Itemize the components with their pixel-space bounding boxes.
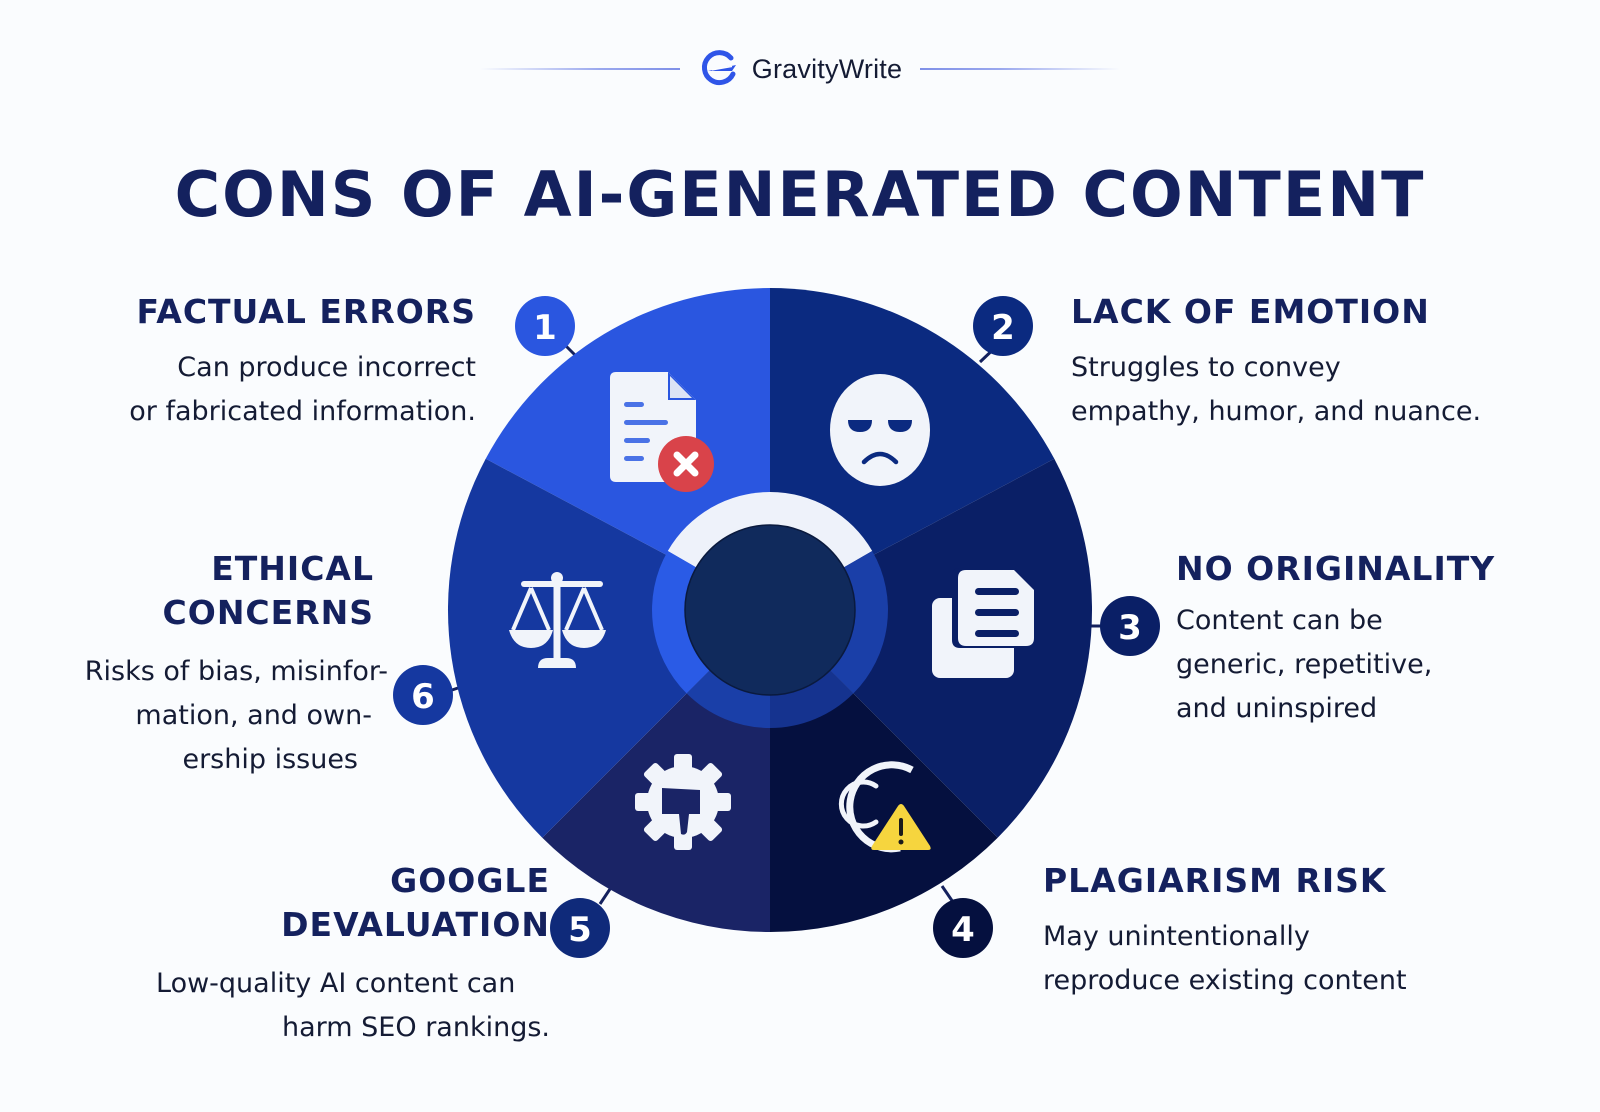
item-title: FACTUAL ERRORS — [136, 292, 476, 331]
item-description: Low-quality AI content can harm SEO rank… — [156, 968, 550, 1043]
sad-face-mask-icon — [830, 374, 930, 486]
svg-text:6: 6 — [411, 677, 435, 717]
item-description: Content can be generic, repetitive, and … — [1176, 605, 1433, 724]
svg-text:2: 2 — [991, 308, 1015, 348]
badge-6: 6 — [393, 665, 453, 725]
brand-divider-left — [479, 68, 680, 70]
copy-documents-icon — [932, 568, 1036, 678]
item-title: GOOGLE DEVALUATION — [281, 861, 550, 944]
center-disc — [684, 524, 856, 696]
item-ethical-concerns: ETHICAL CONCERNS — [14, 547, 374, 635]
badge-1: 1 — [515, 296, 575, 356]
item-plagiarism-risk: PLAGIARISM RISK May unintentionally repr… — [1043, 859, 1523, 1003]
badge-4: 4 — [933, 898, 993, 958]
item-title: ETHICAL CONCERNS — [162, 549, 374, 632]
gear-thumbs-down-icon — [635, 754, 731, 850]
item-title: PLAGIARISM RISK — [1043, 861, 1387, 900]
brand-name: GravityWrite — [751, 53, 903, 84]
item-ethical-concerns-description: Risks of bias, misinfor- mation, and own… — [28, 650, 388, 782]
item-description: Can produce incorrect or fabricated info… — [129, 352, 476, 427]
svg-text:5: 5 — [568, 910, 592, 950]
item-lack-of-emotion: LACK OF EMOTION Struggles to convey empa… — [1071, 290, 1571, 434]
gravitywrite-g-logo-icon — [701, 50, 736, 86]
item-description: Struggles to convey empathy, humor, and … — [1071, 352, 1482, 427]
svg-text:4: 4 — [951, 910, 975, 950]
badge-3: 3 — [1100, 596, 1160, 656]
item-description: May unintentionally reproduce existing c… — [1043, 921, 1407, 996]
svg-text:3: 3 — [1118, 608, 1142, 648]
item-title: NO ORIGINALITY — [1176, 549, 1496, 588]
badge-2: 2 — [973, 296, 1033, 356]
item-description: Risks of bias, misinfor- mation, and own… — [84, 656, 388, 775]
page-title: CONS OF AI-GENERATED CONTENT — [174, 158, 1426, 231]
badge-5: 5 — [550, 898, 610, 958]
balance-scale-icon — [509, 572, 606, 668]
copyright-warning-icon — [838, 761, 931, 853]
segment-6-ethical-concerns — [447, 458, 770, 838]
item-google-devaluation: GOOGLE DEVALUATION — [70, 859, 550, 947]
document-error-icon — [610, 372, 714, 492]
item-title: LACK OF EMOTION — [1071, 292, 1430, 331]
brand-header: GravityWrite — [0, 44, 1600, 94]
brand-lockup: GravityWrite — [698, 47, 902, 91]
item-factual-errors: FACTUAL ERRORS Can produce incorrect or … — [56, 290, 476, 434]
item-google-devaluation-description: Low-quality AI content can harm SEO rank… — [130, 962, 550, 1050]
item-no-originality: NO ORIGINALITY Content can be generic, r… — [1176, 547, 1576, 731]
svg-text:1: 1 — [533, 308, 557, 348]
brand-divider-right — [920, 68, 1121, 70]
segment-3-no-originality — [770, 458, 1093, 838]
